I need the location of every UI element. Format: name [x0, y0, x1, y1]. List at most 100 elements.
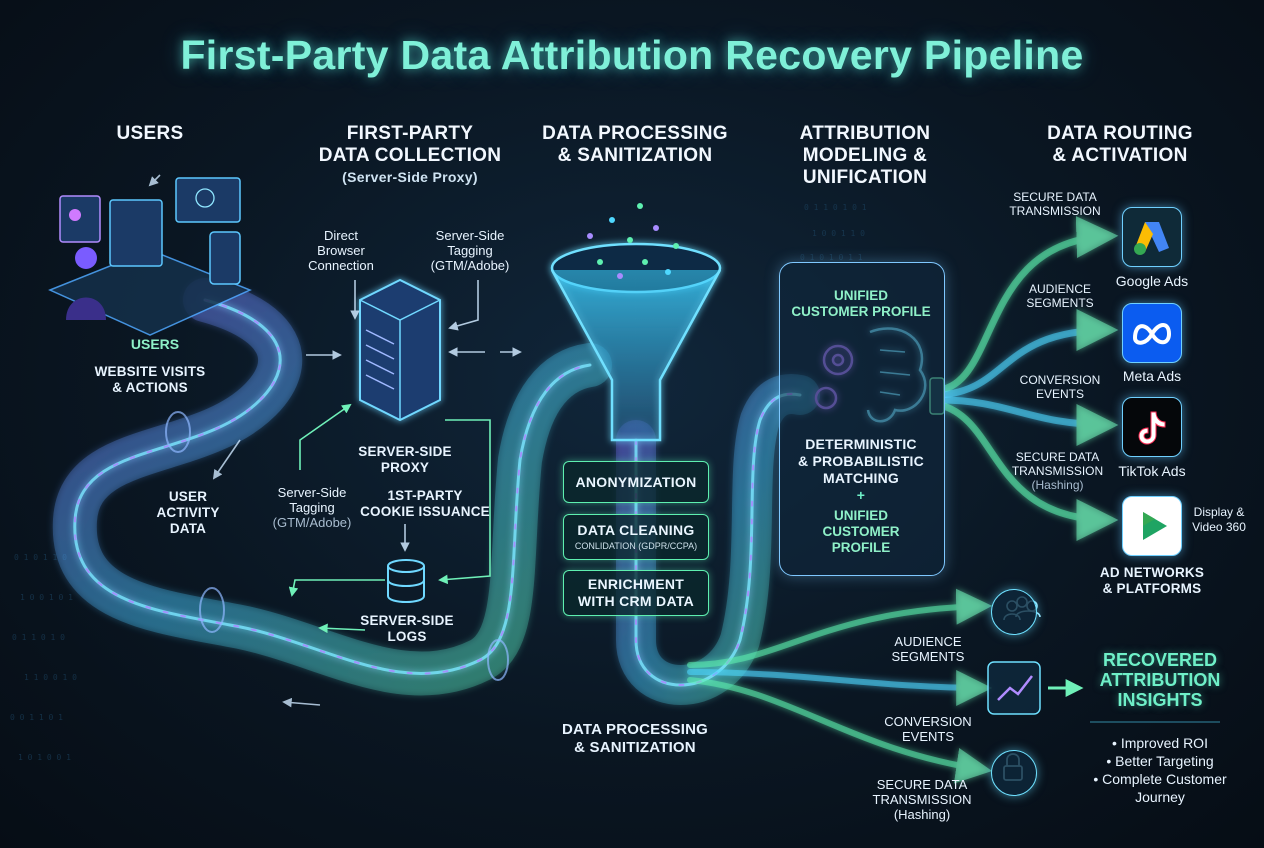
- insight-secure-line3: (Hashing): [893, 807, 951, 822]
- cookie-issuance-label: 1ST-PARTY COOKIE ISSUANCE: [355, 488, 495, 520]
- data-cleaning-step: DATA CLEANING CONLIDATION (GDPR/CCPA): [563, 514, 709, 560]
- matching-line2: & PROBABILISTIC: [798, 453, 924, 469]
- matching-line1: DETERMINISTIC: [805, 436, 917, 452]
- tiktok-ads-tile[interactable]: [1122, 397, 1182, 457]
- heading-collection-subtitle: (Server-Side Proxy): [342, 169, 478, 185]
- matching-plus: +: [856, 487, 866, 503]
- svg-text:1 0 1 0 0 1: 1 0 1 0 0 1: [18, 753, 71, 762]
- audience-segments-label: AUDIENCE SEGMENTS: [1010, 282, 1110, 310]
- heading-collection: FIRST-PARTY DATA COLLECTION (Server-Side…: [305, 123, 515, 185]
- proxy-line2: PROXY: [380, 460, 430, 475]
- heading-routing-line2: & ACTIVATION: [1052, 145, 1188, 166]
- heading-attribution-line2: MODELING &: [802, 145, 928, 166]
- recovered-insights-line1: RECOVERED: [1102, 650, 1218, 670]
- svg-text:1 0 0 1 0 1: 1 0 0 1 0 1: [20, 593, 73, 602]
- secure-transmission-line2: TRANSMISSION: [1009, 204, 1101, 218]
- insight-audience-line1: AUDIENCE: [894, 634, 962, 649]
- enrichment-step: ENRICHMENT WITH CRM DATA: [563, 570, 709, 616]
- insight-bullet: • Complete Customer: [1093, 771, 1227, 787]
- insight-conversion-line1: CONVERSION: [884, 714, 972, 729]
- tiktok-icon: [1138, 411, 1166, 445]
- heading-collection-line1: FIRST-PARTY: [346, 123, 474, 144]
- ad-networks-label: AD NETWORKS & PLATFORMS: [1090, 565, 1214, 597]
- heading-collection-line2: DATA COLLECTION: [318, 145, 502, 166]
- svg-text:1 0 0 1 1 0: 1 0 0 1 1 0: [812, 229, 865, 238]
- direct-browser-label: Direct Browser Connection: [296, 228, 386, 273]
- display-video-line2: Video 360: [1192, 520, 1246, 534]
- direct-browser-line3: Connection: [308, 258, 374, 273]
- direct-browser-line2: Browser: [317, 243, 365, 258]
- insight-conversion-label: CONVERSION EVENTS: [870, 714, 986, 744]
- heading-processing-line1: DATA PROCESSING: [542, 123, 728, 144]
- recovered-insights-heading: RECOVERED ATTRIBUTION INSIGHTS: [1085, 650, 1235, 710]
- insight-audience-label: AUDIENCE SEGMENTS: [876, 634, 980, 664]
- enrichment-step-line1: ENRICHMENT: [587, 576, 685, 592]
- profile-bottom-label: UNIFIED CUSTOMER PROFILE: [779, 508, 943, 556]
- data-cleaning-step-sub: CONLIDATION (GDPR/CCPA): [574, 541, 698, 551]
- meta-ads-label: Meta Ads: [1122, 368, 1182, 384]
- user-activity-line2: ACTIVITY: [156, 505, 220, 520]
- sst-left-line3: (GTM/Adobe): [272, 515, 352, 530]
- secure-hashing-line1: SECURE DATA: [1015, 450, 1100, 464]
- sst-top-line2: Tagging: [447, 243, 493, 258]
- proxy-line1: SERVER-SIDE: [358, 444, 452, 459]
- insights-bullet-list: • Improved ROI • Better Targeting • Comp…: [1080, 734, 1240, 806]
- svg-text:0 1 1 0 1 0: 0 1 1 0 1 0: [12, 633, 65, 642]
- sst-left-line2: Tagging: [289, 500, 335, 515]
- profile-top-label: UNIFIED CUSTOMER PROFILE: [779, 288, 943, 320]
- svg-text:0 1 0 1 1 0: 0 1 0 1 1 0: [14, 553, 67, 562]
- matching-label: DETERMINISTIC & PROBABILISTIC MATCHING +: [779, 436, 943, 504]
- anonymization-step: ANONYMIZATION: [563, 461, 709, 503]
- website-visits-label: WEBSITE VISITS & ACTIONS: [80, 364, 220, 396]
- sst-left-label: Server-Side Tagging (GTM/Adobe): [262, 485, 362, 530]
- heading-processing-line2: & SANITIZATION: [557, 145, 713, 166]
- secure-hashing-line3: (Hashing): [1031, 478, 1084, 492]
- recovered-insights-line3: INSIGHTS: [1117, 690, 1203, 710]
- conversion-events-line1: CONVERSION: [1019, 373, 1101, 387]
- user-activity-line1: USER: [168, 489, 208, 504]
- profile-bottom-line2: CUSTOMER: [822, 524, 900, 539]
- audience-circle: [991, 589, 1037, 635]
- insight-secure-label: SECURE DATA TRANSMISSION (Hashing): [862, 777, 982, 822]
- tiktok-ads-label: TikTok Ads: [1118, 463, 1186, 479]
- secure-transmission-label: SECURE DATA TRANSMISSION: [995, 190, 1115, 218]
- server-side-proxy-label: SERVER-SIDE PROXY: [350, 444, 460, 476]
- insight-secure-line2: TRANSMISSION: [872, 792, 972, 807]
- profile-bottom-line1: UNIFIED: [834, 508, 888, 523]
- data-cleaning-step-label: DATA CLEANING: [577, 522, 695, 538]
- insight-conversion-line2: EVENTS: [901, 729, 954, 744]
- audience-segments-line1: AUDIENCE: [1028, 282, 1091, 296]
- enrichment-step-line2: WITH CRM DATA: [577, 593, 695, 609]
- svg-text:0 1 0 1 0 1 1: 0 1 0 1 0 1 1: [800, 253, 863, 262]
- sst-top-line3: (GTM/Adobe): [430, 258, 510, 273]
- insight-bullet: • Improved ROI: [1112, 735, 1208, 751]
- google-ads-icon: [1134, 222, 1169, 255]
- logs-line1: SERVER-SIDE: [360, 613, 454, 628]
- matching-line3: MATCHING: [823, 470, 899, 486]
- heading-routing-line1: DATA ROUTING: [1047, 123, 1193, 144]
- ad-networks-line1: AD NETWORKS: [1099, 565, 1205, 580]
- page-title: First-Party Data Attribution Recovery Pi…: [180, 32, 1084, 78]
- sst-top-label: Server-Side Tagging (GTM/Adobe): [420, 228, 520, 273]
- heading-attribution-line3: UNIFICATION: [802, 167, 928, 188]
- heading-processing: DATA PROCESSING & SANITIZATION: [530, 123, 740, 167]
- display-video-tile[interactable]: [1122, 496, 1182, 556]
- secure-hashing-line2: TRANSMISSION: [1011, 464, 1104, 478]
- audience-segments-line2: SEGMENTS: [1026, 296, 1094, 310]
- profile-top-line2: CUSTOMER PROFILE: [791, 304, 931, 319]
- sst-left-line1: Server-Side: [277, 485, 347, 500]
- display-video-line1: Display &: [1193, 505, 1245, 519]
- logs-line2: LOGS: [387, 629, 427, 644]
- website-visits-line1: WEBSITE VISITS: [94, 364, 206, 379]
- google-ads-label: Google Ads: [1115, 273, 1189, 289]
- meta-ads-tile[interactable]: [1122, 303, 1182, 363]
- user-activity-label: USER ACTIVITY DATA: [148, 489, 228, 537]
- insight-bullet: Journey: [1135, 789, 1185, 805]
- google-ads-tile[interactable]: [1122, 207, 1182, 267]
- user-laptop-icon: [48, 177, 252, 336]
- display-video-label: Display & Video 360: [1184, 505, 1254, 535]
- users-label: USERS: [130, 336, 180, 352]
- anonymization-step-label: ANONYMIZATION: [575, 474, 697, 490]
- display-video-icon: [1143, 512, 1167, 540]
